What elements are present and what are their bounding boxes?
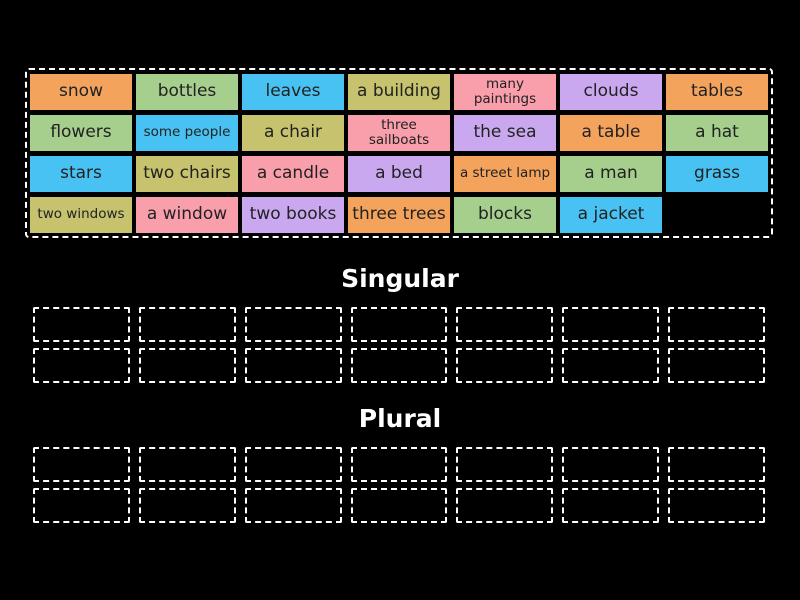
word-tile[interactable]: three sailboats — [348, 115, 450, 151]
drop-slot[interactable] — [244, 307, 342, 342]
drop-slot[interactable] — [562, 488, 660, 523]
word-tile[interactable]: clouds — [560, 74, 662, 110]
word-tile[interactable]: some people — [136, 115, 238, 151]
drop-slot[interactable] — [456, 488, 554, 523]
drop-slot[interactable] — [138, 447, 236, 482]
word-tile[interactable]: a jacket — [560, 197, 662, 233]
drop-slot[interactable] — [350, 348, 448, 383]
group-title-singular: Singular — [341, 264, 459, 293]
word-tile[interactable]: two books — [242, 197, 344, 233]
word-tile[interactable]: snow — [30, 74, 132, 110]
drop-slot[interactable] — [138, 307, 236, 342]
word-tile[interactable]: a candle — [242, 156, 344, 192]
word-tile[interactable]: three trees — [348, 197, 450, 233]
word-tile[interactable]: the sea — [454, 115, 556, 151]
word-tile[interactable]: bottles — [136, 74, 238, 110]
drop-slot[interactable] — [350, 447, 448, 482]
word-tile[interactable]: a window — [136, 197, 238, 233]
drop-slot[interactable] — [138, 348, 236, 383]
drop-slot[interactable] — [456, 447, 554, 482]
group-slots-singular — [33, 307, 765, 383]
word-tile[interactable]: stars — [30, 156, 132, 192]
drop-slot[interactable] — [33, 447, 130, 482]
drop-slot[interactable] — [33, 348, 130, 383]
drop-slot[interactable] — [668, 488, 765, 523]
word-tile[interactable]: a chair — [242, 115, 344, 151]
word-tile[interactable]: a man — [560, 156, 662, 192]
drop-slot[interactable] — [668, 447, 765, 482]
drop-slot[interactable] — [668, 348, 765, 383]
word-tile[interactable]: many paintings — [454, 74, 556, 110]
word-tile[interactable]: a bed — [348, 156, 450, 192]
drop-slot[interactable] — [456, 348, 554, 383]
drop-slot[interactable] — [668, 307, 765, 342]
drop-slot[interactable] — [456, 307, 554, 342]
word-tile[interactable]: blocks — [454, 197, 556, 233]
word-tile[interactable]: a hat — [666, 115, 768, 151]
word-tile[interactable]: a street lamp — [454, 156, 556, 192]
drop-slot[interactable] — [244, 488, 342, 523]
word-tile[interactable]: a building — [348, 74, 450, 110]
group-title-plural: Plural — [358, 404, 442, 433]
drop-slot[interactable] — [562, 307, 660, 342]
drop-slot[interactable] — [33, 488, 130, 523]
drop-slot[interactable] — [350, 307, 448, 342]
word-tile[interactable]: two chairs — [136, 156, 238, 192]
word-tile[interactable]: leaves — [242, 74, 344, 110]
drop-slot[interactable] — [562, 447, 660, 482]
drop-slot[interactable] — [33, 307, 130, 342]
drop-slot[interactable] — [244, 348, 342, 383]
drop-slot[interactable] — [138, 488, 236, 523]
word-tile[interactable]: two windows — [30, 197, 132, 233]
drop-slot[interactable] — [350, 488, 448, 523]
word-tile[interactable]: tables — [666, 74, 768, 110]
drop-slot[interactable] — [244, 447, 342, 482]
word-tile[interactable]: a table — [560, 115, 662, 151]
word-tile[interactable]: flowers — [30, 115, 132, 151]
drop-slot[interactable] — [562, 348, 660, 383]
group-slots-plural — [33, 447, 765, 523]
word-tile[interactable]: grass — [666, 156, 768, 192]
